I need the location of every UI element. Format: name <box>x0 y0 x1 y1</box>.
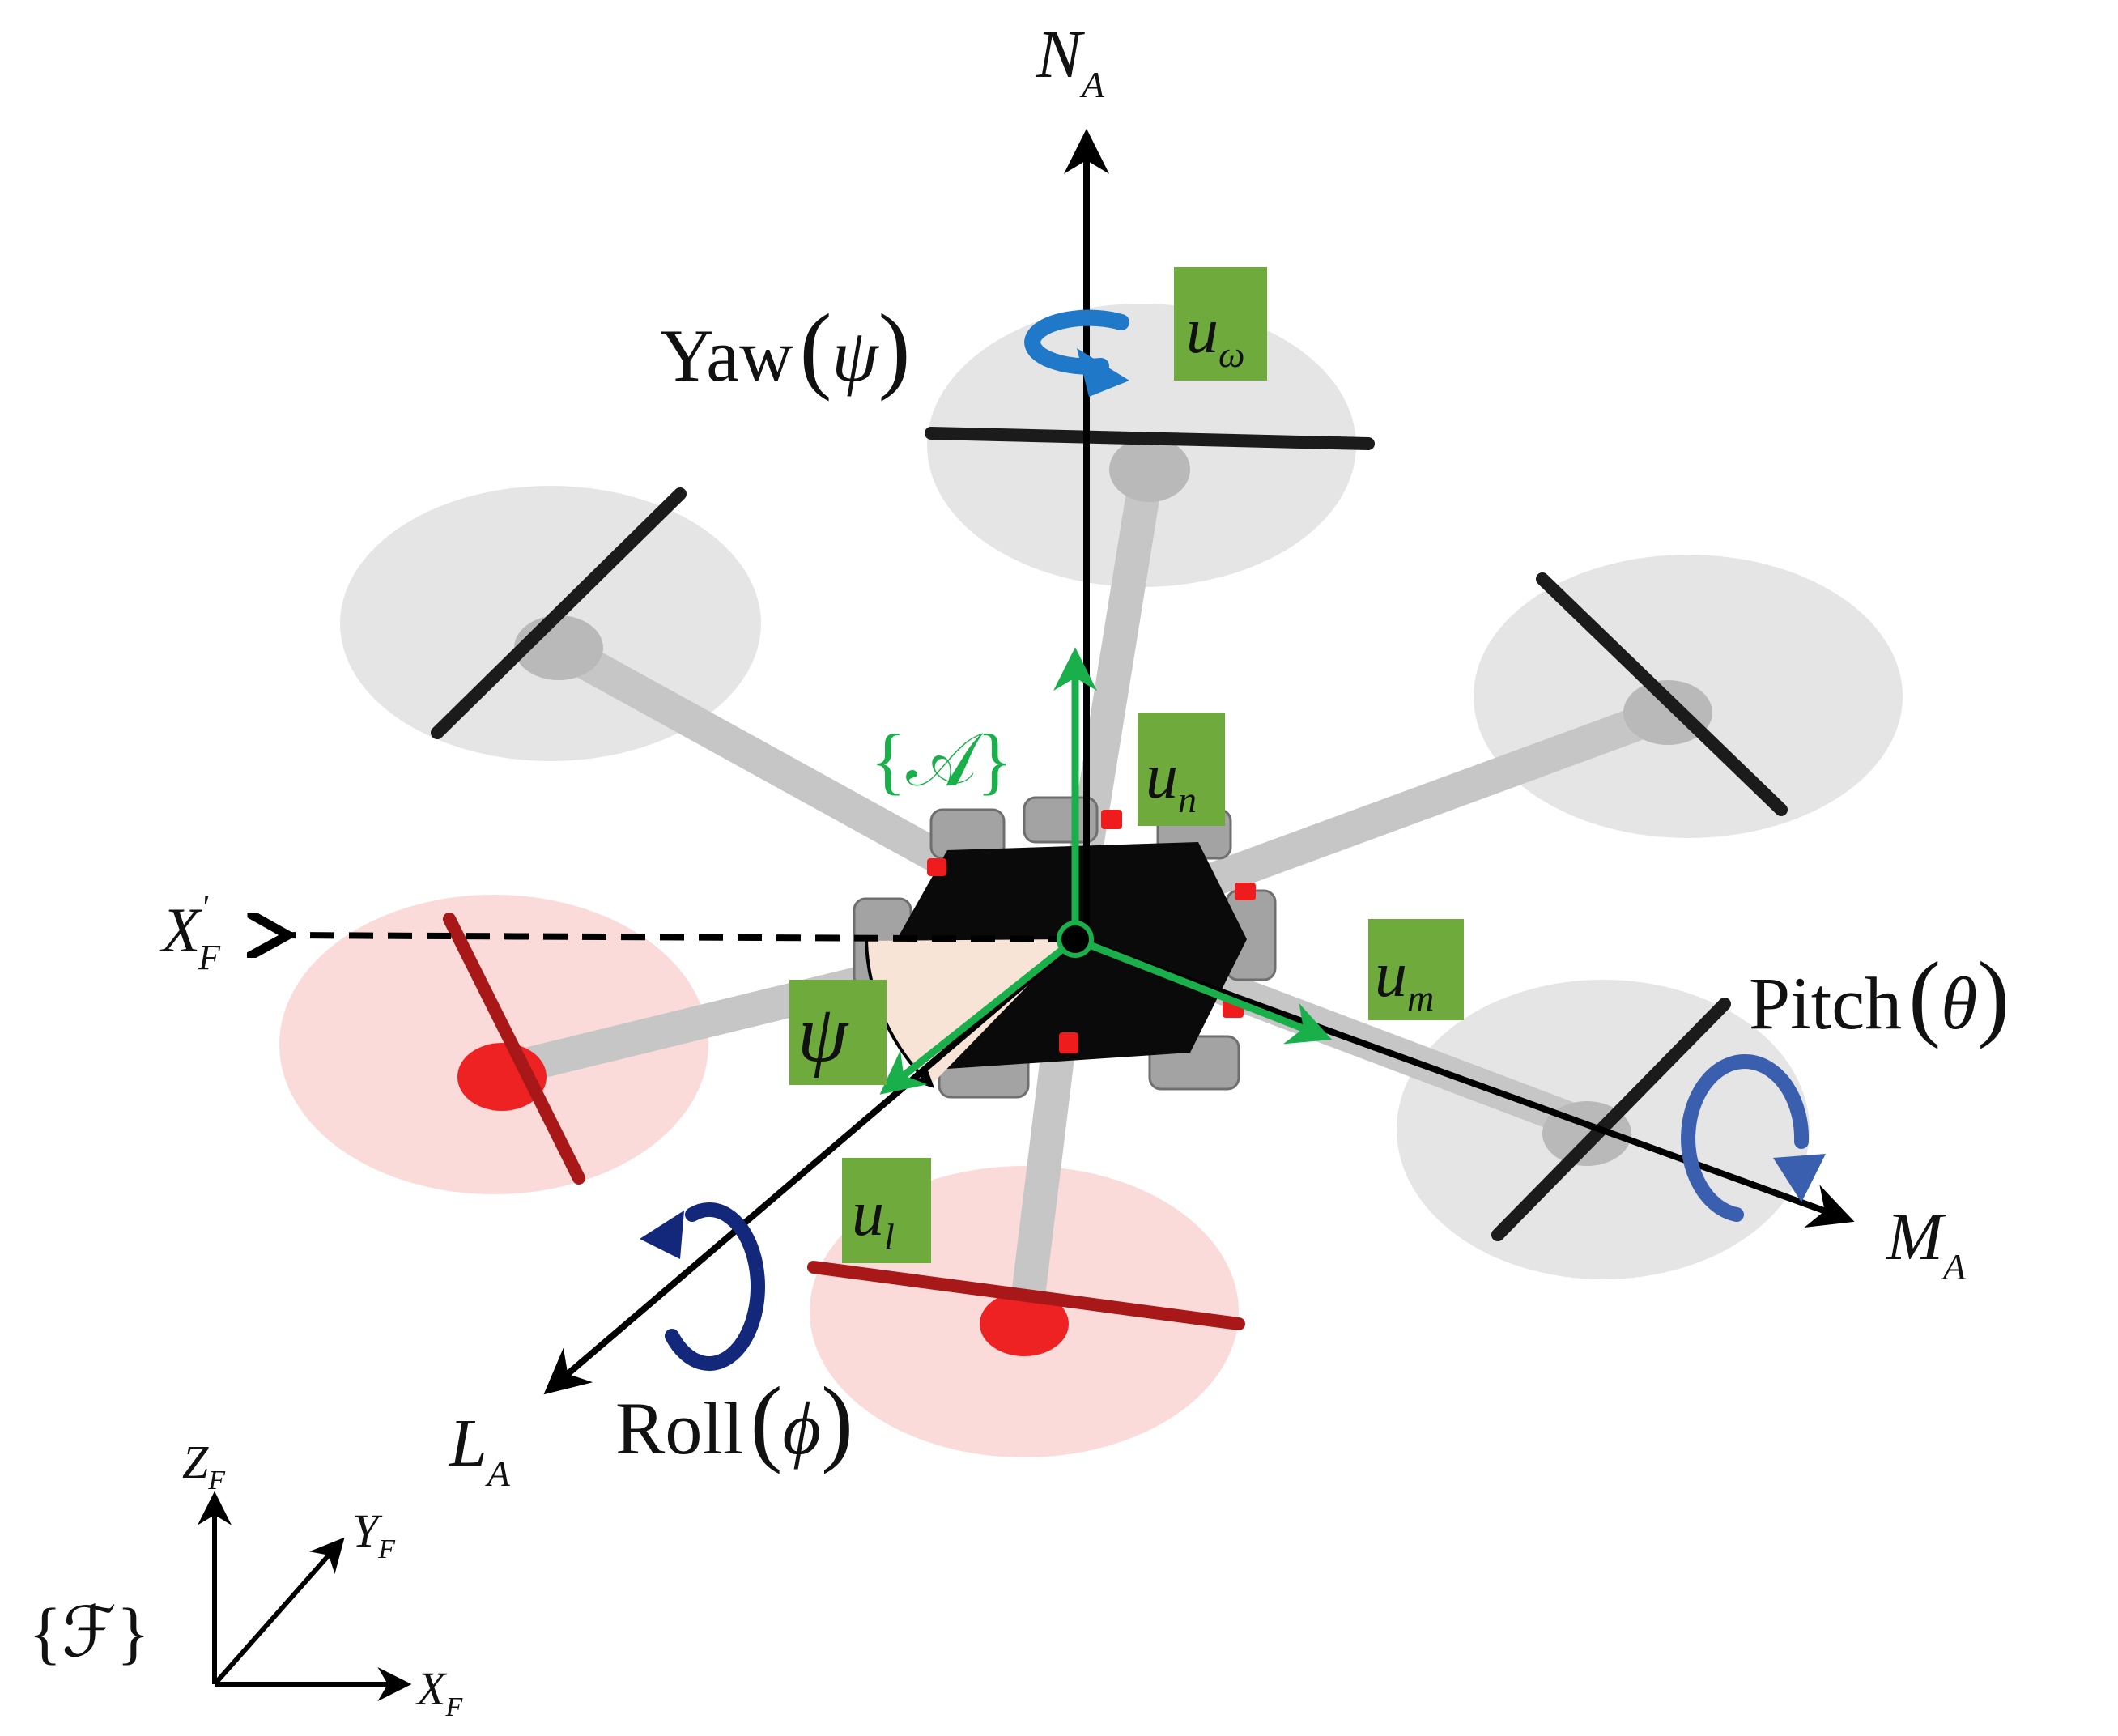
psi-box <box>789 980 887 1085</box>
u-n-label: un <box>1146 741 1197 820</box>
axis-M <box>1075 936 1855 1228</box>
label-pitch: Pitch(θ) <box>1749 942 2010 1049</box>
u-n-box <box>1138 713 1225 826</box>
hub-red-5 <box>927 858 946 876</box>
motor-pod-bottom-red <box>980 1291 1069 1356</box>
inertial-frame-axes <box>198 1491 412 1701</box>
blade-top <box>925 427 1375 450</box>
body-frame-arrows <box>879 647 1333 1095</box>
axis-YF <box>212 1537 345 1686</box>
motor-pod-top <box>1109 437 1190 502</box>
hub-red-4 <box>1059 1032 1078 1053</box>
label-ZF: ZF <box>182 1436 226 1496</box>
green-arrow-l <box>879 936 1078 1095</box>
label-body-frame: {𝒜} <box>870 719 1012 802</box>
propeller-blades <box>431 427 1788 1330</box>
hub-red-2 <box>1235 883 1256 900</box>
roll-rotation-arrow <box>640 1202 765 1371</box>
u-omega-box <box>1174 267 1267 381</box>
u-l-label: ul <box>852 1178 895 1257</box>
axis-L <box>543 936 1079 1395</box>
body-origin <box>1057 921 1094 958</box>
label-N-A: NA <box>1036 17 1105 105</box>
psi-label: ψ <box>797 989 849 1079</box>
input-label-boxes: uω un um ul ψ <box>789 267 1464 1263</box>
label-roll: Roll(ϕ) <box>615 1367 853 1474</box>
label-L-A: LA <box>449 1406 511 1494</box>
hub-red-1 <box>1101 810 1122 829</box>
u-l-box <box>842 1158 931 1263</box>
blade-upper-left <box>431 487 687 739</box>
u-m-label: um <box>1375 939 1434 1019</box>
u-m-box <box>1368 919 1464 1020</box>
yaw-rotation-arrow <box>1024 309 1129 397</box>
blade-upper-right <box>1536 572 1788 816</box>
hub-red-parts <box>927 810 1256 1053</box>
label-M-A: MA <box>1886 1199 1967 1287</box>
label-YF: YF <box>352 1504 396 1564</box>
axis-X-prime <box>283 935 1074 939</box>
body-axes <box>283 128 1855 1395</box>
blade-right <box>1491 998 1731 1241</box>
psi-angle-wedge <box>866 939 1073 1085</box>
label-inertial-frame: {ℱ} <box>28 1593 150 1671</box>
label-XF: XF <box>415 1662 463 1722</box>
pitch-rotation-arrow <box>1681 1053 1826 1222</box>
green-arrow-m <box>1074 935 1333 1045</box>
blade-left-red <box>443 913 585 1185</box>
u-omega-label: uω <box>1186 296 1244 375</box>
label-yaw: Yaw(ψ) <box>660 294 911 402</box>
blade-bottom-red <box>807 1261 1245 1330</box>
label-X-prime-F: X'F <box>159 887 221 977</box>
